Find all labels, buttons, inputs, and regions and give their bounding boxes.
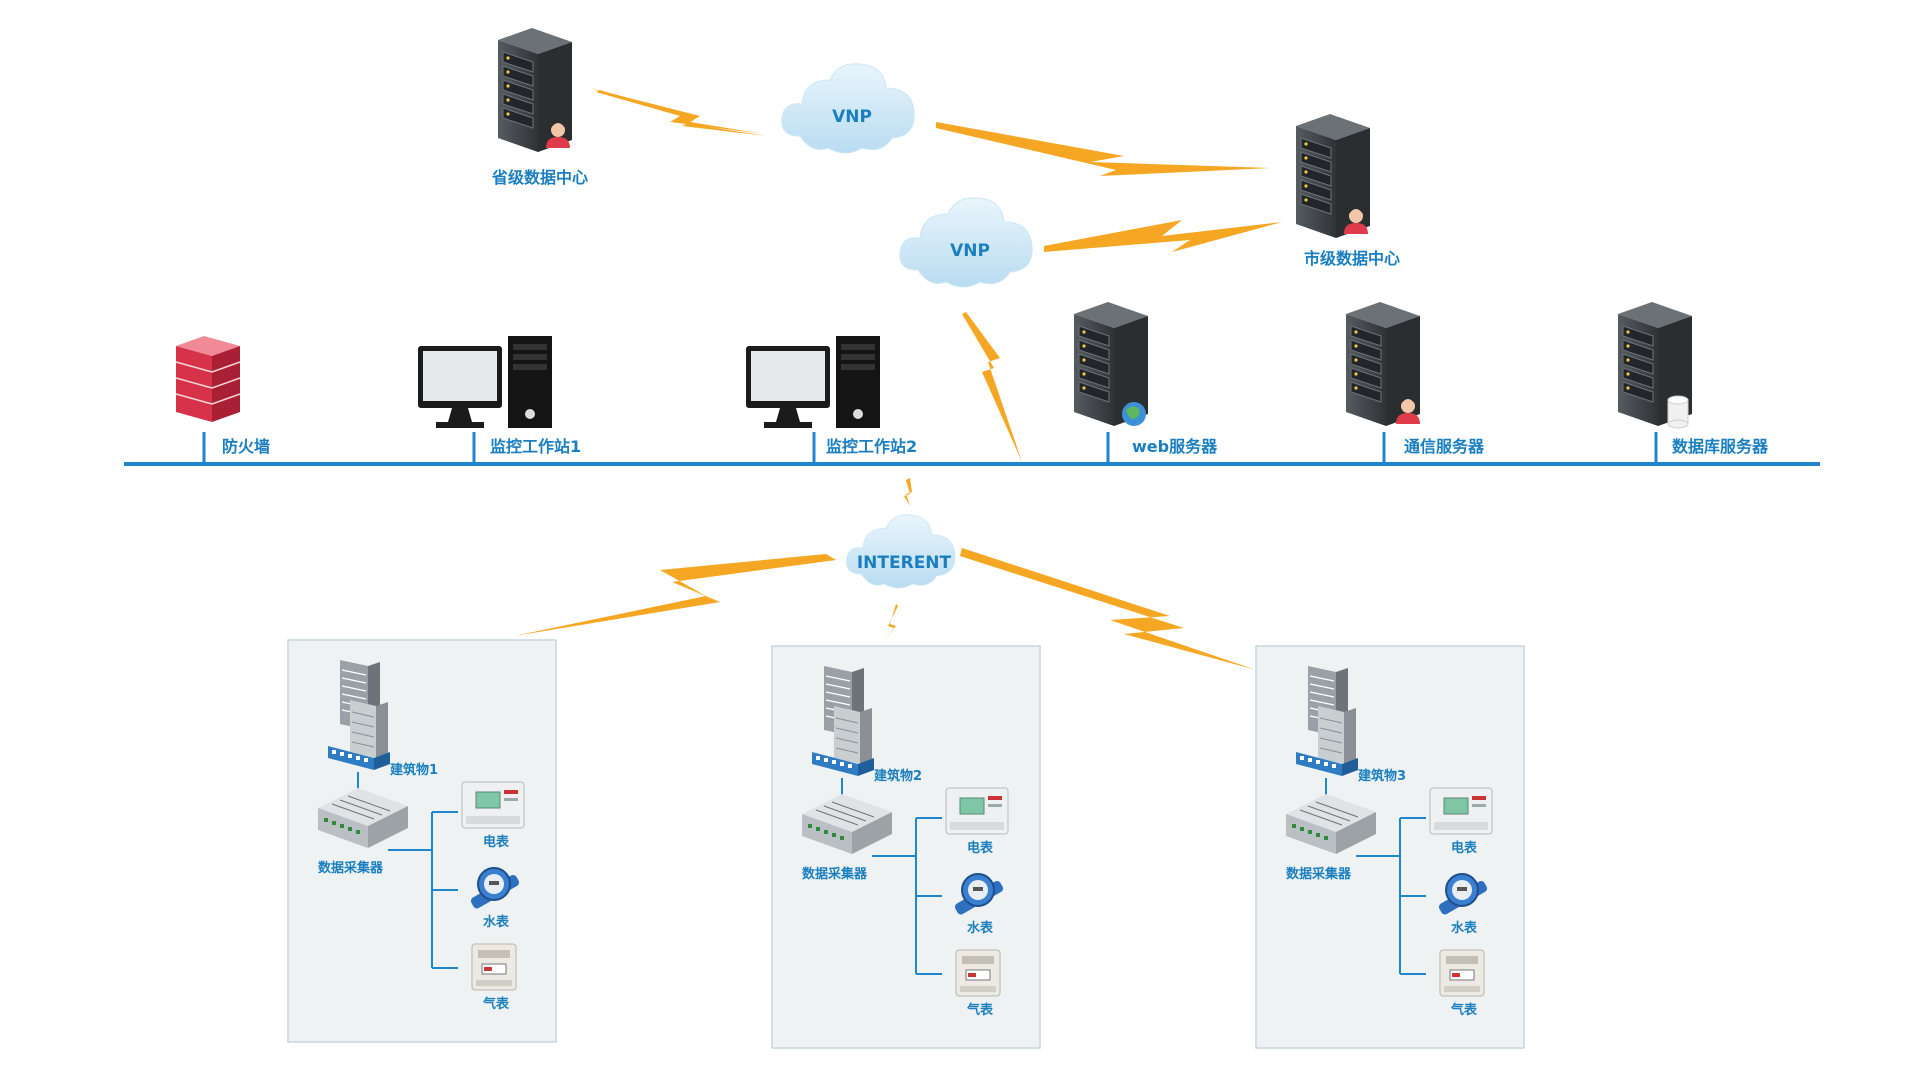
comm-server-node: 通信服务器 [1345, 301, 1485, 456]
workstation-2-label: 监控工作站2 [826, 437, 917, 456]
network-bus [124, 432, 1820, 466]
lightning-link-icon [590, 88, 764, 134]
workstation-1-label: 监控工作站1 [490, 437, 581, 456]
firewall-icon [175, 336, 241, 422]
lightning-link-icon [962, 312, 1022, 462]
building-name: 建筑物1 [390, 762, 438, 778]
electric-meter-icon [945, 787, 1009, 835]
gas-meter-icon [471, 943, 517, 991]
internet-cloud [846, 514, 956, 589]
gas-meter-label: 气表 [967, 1002, 994, 1018]
lightning-link-icon [936, 122, 1272, 176]
electric-meter-label: 电表 [967, 840, 994, 856]
building-panel-2: 建筑物2 数据采集器 电表 水表 气表 [771, 645, 1041, 1049]
meter-connector [388, 811, 458, 969]
water-meter-label: 水表 [967, 920, 994, 936]
firewall-label: 防火墙 [222, 437, 270, 456]
electric-meter-label: 电表 [1451, 840, 1478, 856]
building-panel-3: 建筑物3 数据采集器 电表 水表 气表 [1255, 645, 1525, 1049]
workstation-2-node: 监控工作站2 [746, 336, 917, 456]
electric-meter-label: 电表 [483, 834, 510, 850]
building-panel-1: 建筑物1 数据采集器 电表 水表 气表 [287, 639, 557, 1043]
comm-server-label: 通信服务器 [1404, 437, 1485, 456]
cloud-label: VNP [950, 241, 990, 261]
lightning-link-icon [596, 90, 766, 136]
gas-meter-label: 气表 [483, 996, 510, 1012]
vnp-cloud-top: VNP [781, 63, 915, 154]
lightning-link-icon [1044, 220, 1282, 252]
web-server-label: web服务器 [1132, 437, 1218, 456]
electric-meter-icon [461, 781, 525, 829]
workstation-icon [418, 336, 552, 428]
gas-meter-icon [955, 949, 1001, 997]
lightning-link-icon [960, 548, 1256, 670]
collector-label: 数据采集器 [802, 866, 868, 882]
city-data-center-label: 市级数据中心 [1304, 249, 1400, 268]
cloud-label: VNP [832, 107, 872, 127]
provincial-data-center [497, 27, 573, 153]
water-meter-label: 水表 [483, 914, 510, 930]
electric-meter-icon [1429, 787, 1493, 835]
workstation-1-node: 监控工作站1 [418, 336, 581, 456]
database-icon [1667, 395, 1689, 429]
meter-connector [1356, 817, 1426, 975]
db-server-label: 数据库服务器 [1672, 437, 1769, 456]
provincial-data-center-label: 省级数据中心 [491, 168, 588, 187]
globe-icon [1122, 402, 1146, 426]
building-name: 建筑物2 [874, 768, 922, 784]
internet-cloud-label: INTERENT [857, 553, 952, 573]
gas-meter-icon [1439, 949, 1485, 997]
gas-meter-label: 气表 [1451, 1002, 1478, 1018]
lightning-link-icon [904, 478, 912, 506]
web-server-node: web服务器 [1073, 301, 1218, 456]
city-data-center [1295, 113, 1371, 239]
firewall-node: 防火墙 [175, 336, 270, 456]
collector-label: 数据采集器 [318, 860, 384, 876]
building-name: 建筑物3 [1358, 768, 1406, 784]
collector-label: 数据采集器 [1286, 866, 1352, 882]
water-meter-label: 水表 [1451, 920, 1478, 936]
meter-connector [872, 817, 942, 975]
cloud-icon [846, 514, 956, 589]
vnp-cloud-mid: VNP [899, 197, 1033, 288]
db-server-node: 数据库服务器 [1617, 301, 1769, 456]
lightning-link-icon [884, 604, 898, 642]
workstation-icon [746, 336, 880, 428]
lightning-link-icon [514, 554, 836, 636]
lightning-links [514, 88, 1282, 670]
